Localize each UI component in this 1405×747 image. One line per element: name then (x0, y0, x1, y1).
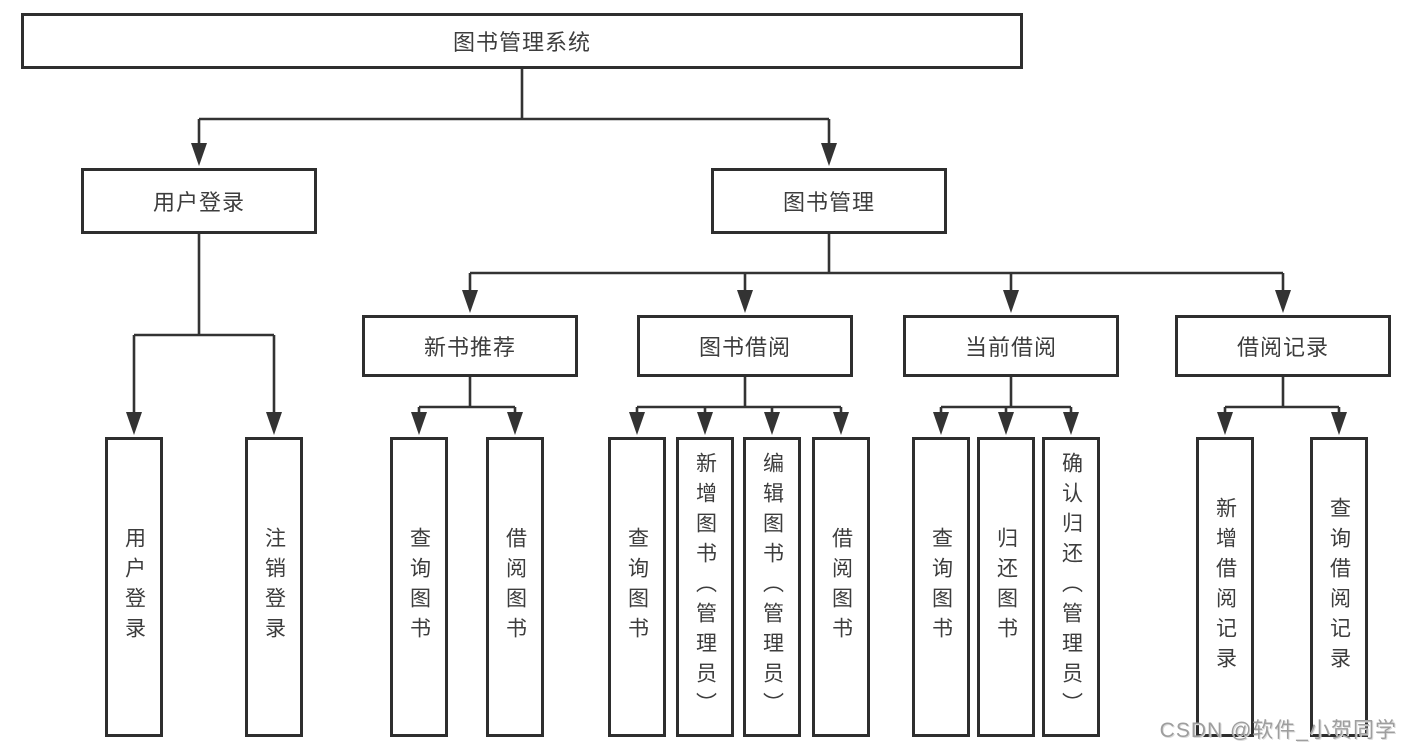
leaf-borrow-books-borrowing-label: 借阅图书 (829, 527, 853, 647)
leaf-add-borrow-record-label: 新增借阅记录 (1213, 497, 1237, 677)
leaf-query-books-current-label: 查询图书 (929, 527, 953, 647)
leaf-query-borrow-record-label: 查询借阅记录 (1327, 497, 1351, 677)
node-current-borrowing-label: 当前借阅 (964, 335, 1057, 360)
node-new-book-recommend-label: 新书推荐 (423, 335, 516, 360)
leaf-query-books-borrowing-label: 查询图书 (625, 527, 649, 647)
node-borrow-records-label: 借阅记录 (1236, 335, 1329, 360)
leaf-query-books-recommend: 查询图书 (390, 437, 448, 737)
leaf-confirm-return-admin: 确认归还（管理员） (1042, 437, 1100, 737)
leaf-logout-login-label: 注销登录 (262, 527, 286, 647)
leaf-logout-login: 注销登录 (245, 437, 303, 737)
leaf-query-books-current: 查询图书 (912, 437, 970, 737)
leaf-return-books-label: 归还图书 (994, 527, 1018, 647)
node-current-borrowing: 当前借阅 (903, 315, 1119, 377)
leaf-add-borrow-record: 新增借阅记录 (1196, 437, 1254, 737)
leaf-user-login: 用户登录 (105, 437, 163, 737)
leaf-confirm-return-admin-label: 确认归还（管理员） (1059, 452, 1083, 722)
node-new-book-recommend: 新书推荐 (362, 315, 578, 377)
leaf-query-borrow-record: 查询借阅记录 (1310, 437, 1368, 737)
leaf-add-books-admin-label: 新增图书（管理员） (693, 452, 717, 722)
leaf-query-books-recommend-label: 查询图书 (407, 527, 431, 647)
node-book-borrowing: 图书借阅 (637, 315, 853, 377)
csdn-watermark: CSDN @软件_小贺同学 (1159, 719, 1397, 742)
node-book-management: 图书管理 (711, 168, 947, 234)
node-book-borrowing-label: 图书借阅 (698, 335, 791, 360)
node-user-login: 用户登录 (81, 168, 317, 234)
leaf-user-login-label: 用户登录 (122, 527, 146, 647)
leaf-edit-books-admin-label: 编辑图书（管理员） (760, 452, 784, 722)
leaf-query-books-borrowing: 查询图书 (608, 437, 666, 737)
node-book-management-label: 图书管理 (782, 190, 875, 215)
leaf-borrow-books-recommend-label: 借阅图书 (503, 527, 527, 647)
node-user-login-label: 用户登录 (152, 190, 245, 215)
leaf-borrow-books-recommend: 借阅图书 (486, 437, 544, 737)
leaf-edit-books-admin: 编辑图书（管理员） (743, 437, 801, 737)
leaf-borrow-books-borrowing: 借阅图书 (812, 437, 870, 737)
leaf-return-books: 归还图书 (977, 437, 1035, 737)
node-borrow-records: 借阅记录 (1175, 315, 1391, 377)
node-library-system-label: 图书管理系统 (452, 30, 591, 55)
node-library-system: 图书管理系统 (21, 13, 1023, 69)
leaf-add-books-admin: 新增图书（管理员） (676, 437, 734, 737)
